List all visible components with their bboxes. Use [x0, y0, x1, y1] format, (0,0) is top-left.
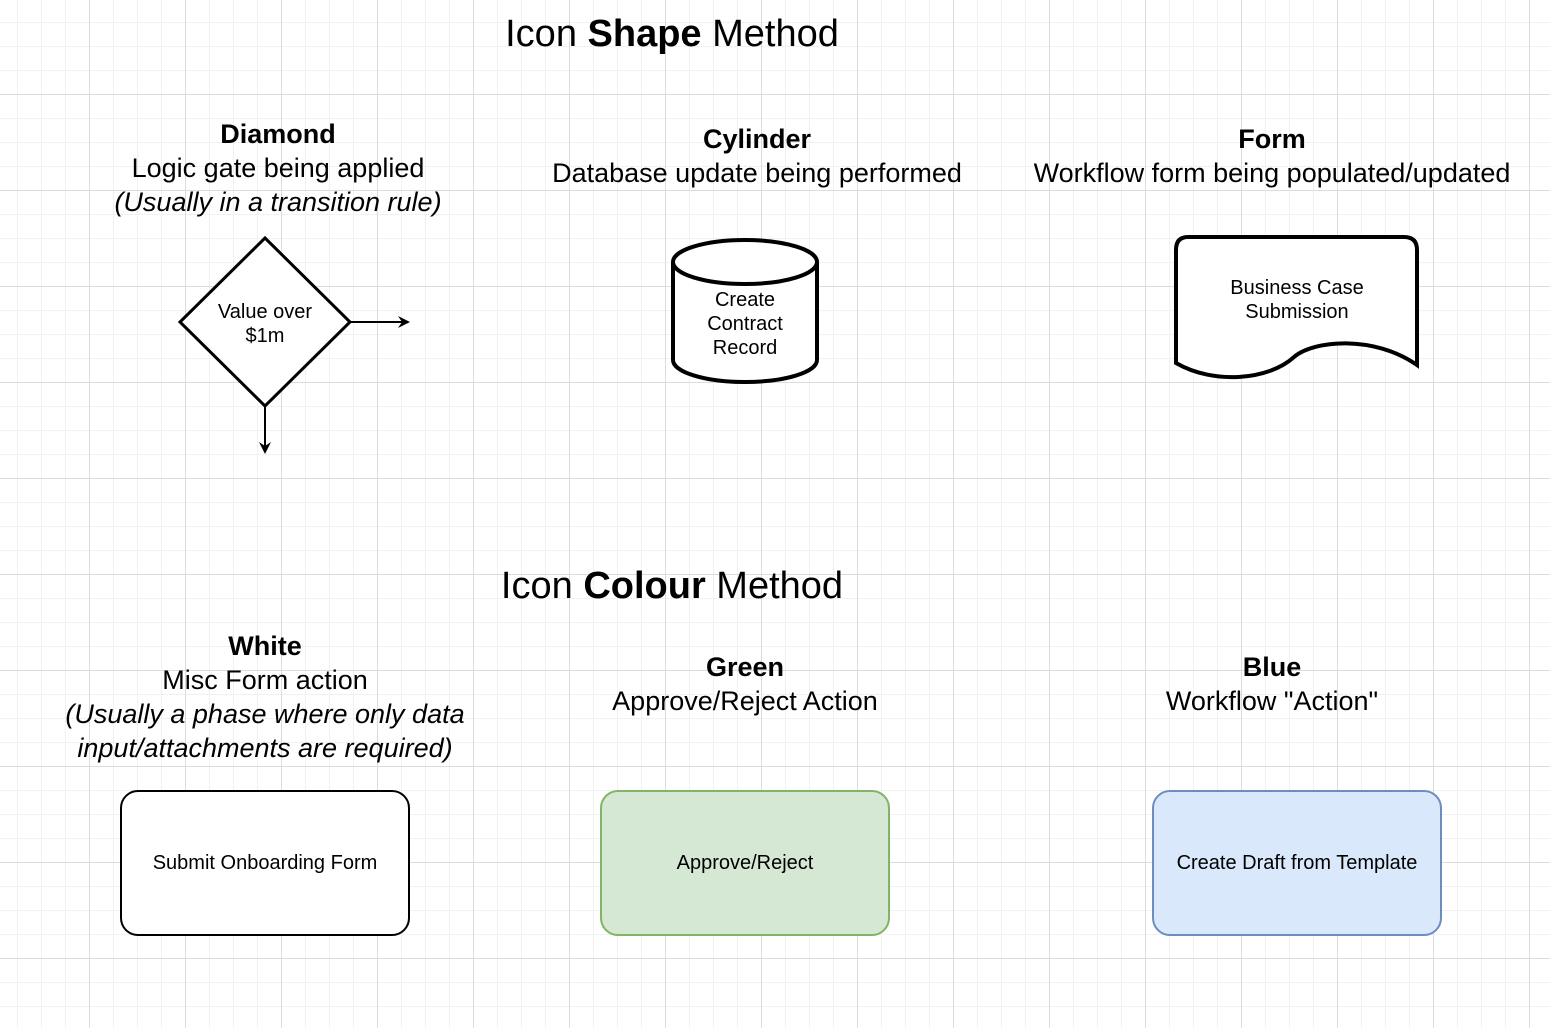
blue-label: Blue Workflow "Action": [1022, 650, 1522, 718]
form-label: Form Workflow form being populated/updat…: [1012, 122, 1532, 190]
cylinder-shape[interactable]: [670, 236, 820, 386]
create-draft-box[interactable]: Create Draft from Template: [1152, 790, 1442, 936]
form-text: Business Case Submission: [1230, 277, 1364, 323]
cylinder-description: Database update being performed: [552, 158, 962, 188]
form-description: Workflow form being populated/updated: [1033, 158, 1511, 188]
diamond-text: Value over $1m: [217, 301, 313, 347]
diamond-description: Logic gate being applied: [131, 153, 425, 183]
green-heading: Green: [705, 652, 785, 682]
colour-title-pre: Icon: [500, 565, 584, 607]
white-note: (Usually a phase where only data input/a…: [65, 699, 465, 763]
shape-title-bold: Shape: [587, 13, 702, 55]
white-heading: White: [228, 631, 302, 661]
shape-method-title: Icon Shape Method: [472, 12, 872, 56]
diamond-label: Diamond Logic gate being applied (Usuall…: [78, 117, 478, 219]
colour-title-bold: Colour: [583, 565, 706, 607]
shape-title-pre: Icon: [505, 13, 588, 55]
diamond-note: (Usually in a transition rule): [114, 187, 442, 217]
colour-method-title: Icon Colour Method: [472, 564, 872, 608]
cylinder-label: Cylinder Database update being performed: [507, 122, 1007, 190]
colour-title-post: Method: [705, 565, 844, 607]
form-outline: [1174, 235, 1419, 380]
blue-description: Workflow "Action": [1165, 686, 1379, 716]
green-description: Approve/Reject Action: [612, 686, 878, 716]
submit-onboarding-form-box[interactable]: Submit Onboarding Form: [120, 790, 410, 936]
form-shape[interactable]: [1174, 235, 1424, 385]
form-heading: Form: [1238, 124, 1306, 154]
cylinder-text: Create Contract Record: [707, 289, 783, 359]
diamond-heading: Diamond: [220, 119, 336, 149]
blue-heading: Blue: [1242, 652, 1302, 682]
cylinder-heading: Cylinder: [702, 124, 812, 154]
diamond-shape[interactable]: [170, 228, 430, 468]
cylinder-top: [671, 238, 819, 286]
approve-reject-box[interactable]: Approve/Reject: [600, 790, 890, 936]
white-label: White Misc Form action (Usually a phase …: [15, 629, 515, 765]
cylinder-body: [671, 262, 819, 384]
white-description: Misc Form action: [162, 665, 368, 695]
green-label: Green Approve/Reject Action: [495, 650, 995, 718]
shape-title-post: Method: [701, 13, 839, 55]
